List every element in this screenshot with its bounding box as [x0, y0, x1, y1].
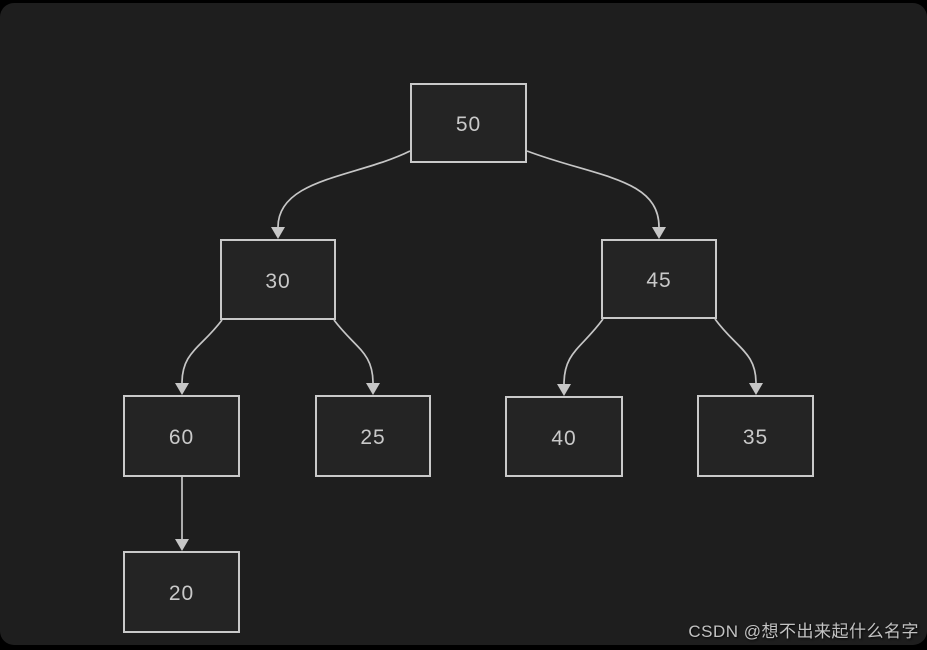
tree-node-30: 30	[220, 239, 336, 320]
node-label: 30	[265, 269, 291, 293]
tree-canvas: 50 30 45 60 25 40 35 20	[0, 3, 927, 645]
tree-node-20: 20	[123, 551, 240, 633]
node-label: 60	[168, 426, 195, 449]
node-label: 25	[360, 426, 386, 449]
watermark: CSDN @想不出来起什么名字	[688, 617, 919, 642]
node-label: 35	[742, 426, 769, 449]
app-window: 50 30 45 60 25 40 35 20 CSDN @想不出来起什么名字	[0, 3, 927, 645]
tree-node-50: 50	[410, 83, 527, 163]
node-label: 50	[455, 113, 482, 136]
tree-node-25: 25	[315, 395, 431, 477]
watermark-text: CSDN @想不出来起什么名字	[688, 622, 919, 641]
node-label: 20	[168, 582, 195, 605]
node-label: 45	[646, 269, 672, 292]
tree-node-60: 60	[123, 395, 240, 477]
tree-node-35: 35	[697, 395, 814, 477]
tree-node-45: 45	[601, 239, 717, 319]
node-label: 40	[551, 426, 577, 450]
tree-node-40: 40	[505, 396, 623, 477]
